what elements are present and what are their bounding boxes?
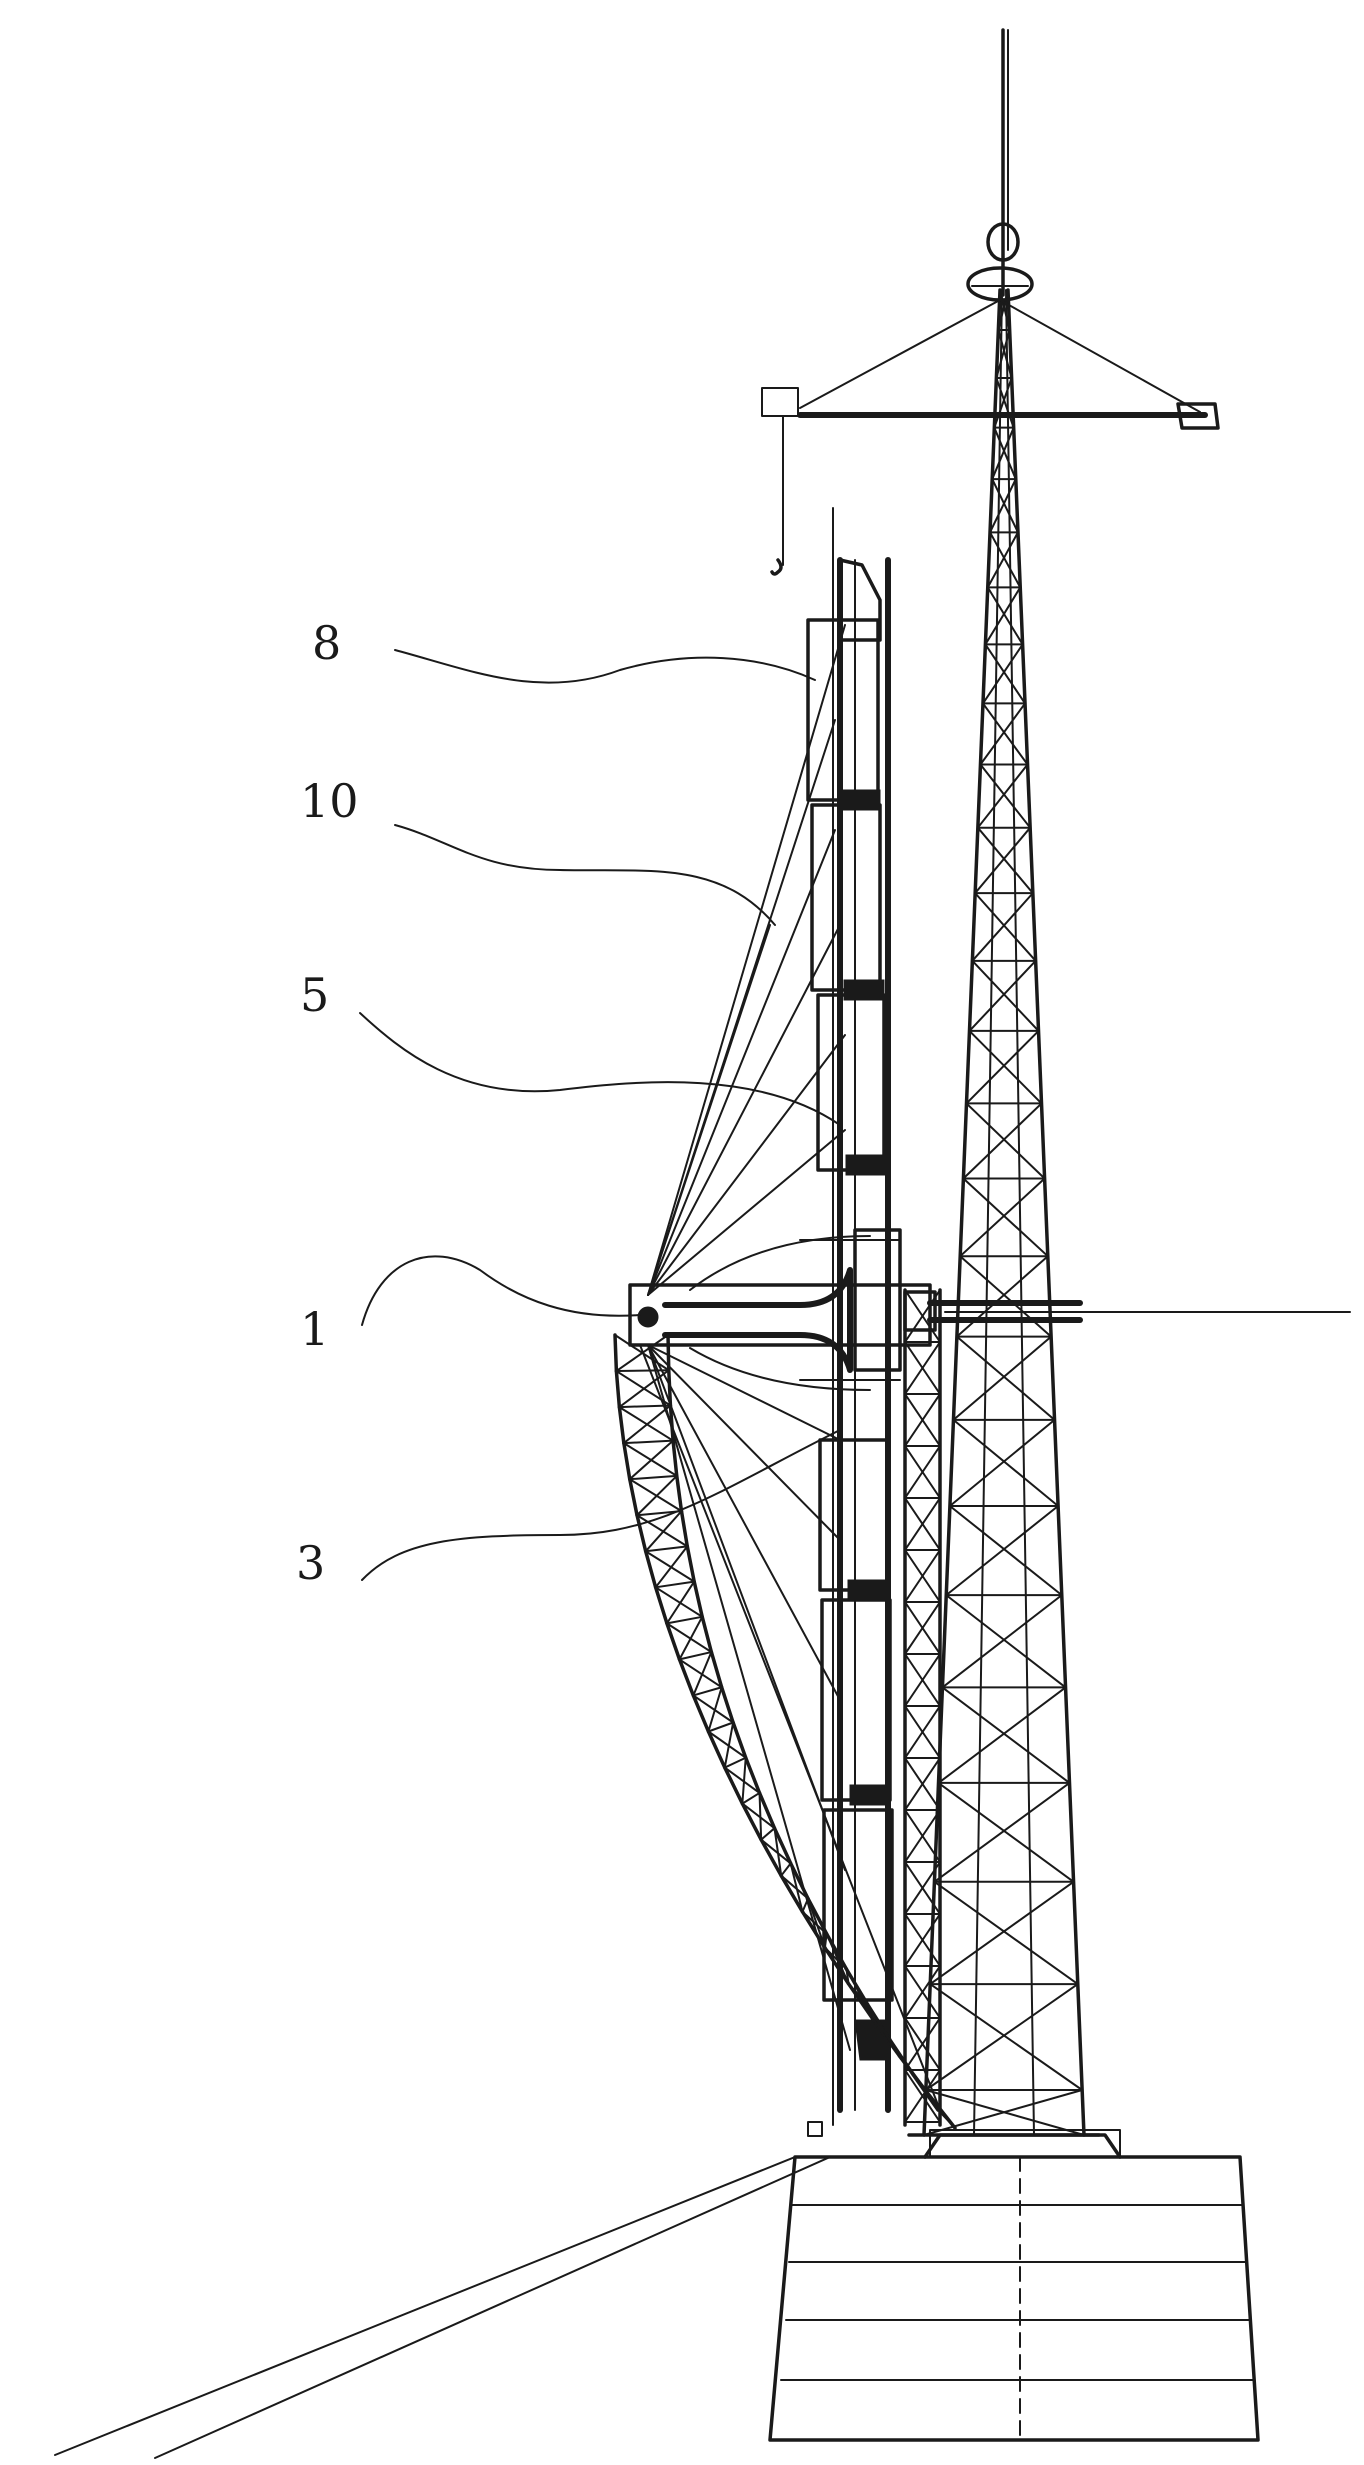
- ref-label-5: 5: [300, 968, 330, 1022]
- ref-label-1: 1: [300, 1302, 330, 1356]
- vertical-column-segments: [799, 507, 901, 2126]
- tower-mast: [966, 28, 1034, 302]
- vertical-support-truss: [903, 1288, 942, 2127]
- stay-cables: [637, 624, 851, 2051]
- curved-arch-truss: [613, 1333, 957, 2137]
- foundation-pier: [54, 2129, 1260, 2459]
- tower-crane-jib: [761, 299, 1220, 576]
- leader-lines: [359, 649, 841, 1581]
- lattice-tower: [907, 288, 1101, 2137]
- ref-label-8: 8: [312, 616, 342, 670]
- ref-label-10: 10: [300, 774, 359, 828]
- ref-label-3: 3: [296, 1536, 326, 1590]
